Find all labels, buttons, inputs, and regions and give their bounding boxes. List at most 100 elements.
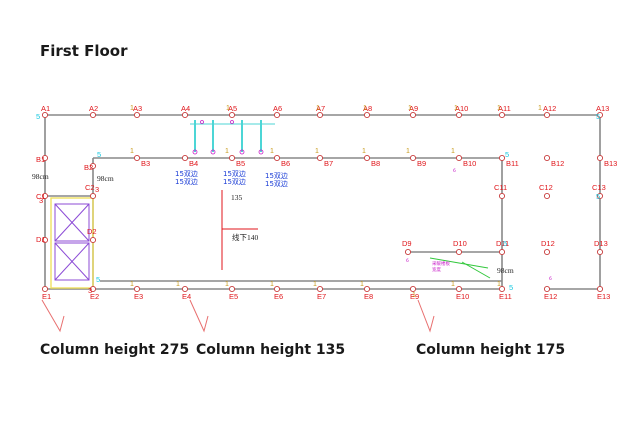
column-node-a11 bbox=[498, 111, 506, 119]
radiator-note: 15双边 bbox=[175, 169, 198, 178]
column-node-b5 bbox=[228, 154, 236, 162]
tick-mark: 1 bbox=[363, 105, 367, 112]
column-node-b8 bbox=[363, 154, 371, 162]
column-label-c12: C12 bbox=[539, 183, 553, 192]
marker-number: 5 bbox=[503, 239, 507, 248]
tick-mark: 1 bbox=[362, 148, 366, 155]
column-label-c11: C11 bbox=[494, 183, 507, 192]
radiator-note: 15双边 bbox=[265, 179, 288, 188]
column-label-e10: E10 bbox=[456, 292, 469, 301]
column-label-e7: E7 bbox=[317, 292, 326, 301]
column-label-c1: C1 bbox=[36, 192, 46, 201]
tick-mark: 1 bbox=[408, 105, 412, 112]
column-node-e1 bbox=[41, 285, 49, 293]
column-node-b11 bbox=[498, 154, 506, 162]
radiator-note: 15双边 bbox=[223, 169, 246, 178]
column-node-e2 bbox=[89, 285, 97, 293]
marker-number: 6 bbox=[549, 276, 552, 282]
column-label-a9: A9 bbox=[409, 104, 418, 113]
column-label-e5: E5 bbox=[229, 292, 238, 301]
column-node-d13 bbox=[596, 248, 604, 256]
column-node-c11 bbox=[498, 192, 506, 200]
column-label-e6: E6 bbox=[274, 292, 283, 301]
column-label-b13: B13 bbox=[604, 159, 617, 168]
dimension-label: 98cm bbox=[97, 174, 114, 183]
radiator-note: 15双边 bbox=[265, 171, 288, 180]
center-note: 135 bbox=[231, 193, 243, 202]
column-node-e6 bbox=[273, 285, 281, 293]
column-label-a12: A12 bbox=[543, 104, 556, 113]
column-node-e4 bbox=[181, 285, 189, 293]
column-node-b13 bbox=[596, 154, 604, 162]
caption-column-height-135: Column height 135 bbox=[196, 342, 346, 358]
column-label-a1: A1 bbox=[41, 104, 50, 113]
column-node-b3 bbox=[133, 154, 141, 162]
column-node-e10 bbox=[455, 285, 463, 293]
column-node-a9 bbox=[409, 111, 417, 119]
column-label-b5: B5 bbox=[236, 159, 245, 168]
tick-mark: 1 bbox=[313, 281, 317, 288]
tick-mark: 1 bbox=[497, 105, 501, 112]
column-label-d10: D10 bbox=[453, 239, 467, 248]
column-label-e12: E12 bbox=[544, 292, 557, 301]
column-label-e4: E4 bbox=[182, 292, 191, 301]
radiator-note: 15双边 bbox=[223, 177, 246, 186]
tick-mark: 1 bbox=[454, 105, 458, 112]
tick-mark: 1 bbox=[130, 281, 134, 288]
column-label-b4: B4 bbox=[189, 159, 198, 168]
column-node-c1 bbox=[41, 192, 49, 200]
column-node-a6 bbox=[273, 111, 281, 119]
staircase bbox=[50, 197, 94, 289]
page-title: First Floor bbox=[40, 42, 128, 60]
column-label-a8: A8 bbox=[363, 104, 372, 113]
center-note: 线下140 bbox=[232, 232, 258, 242]
column-label-d13: D13 bbox=[594, 239, 608, 248]
tick-mark: 1 bbox=[176, 281, 180, 288]
column-label-e8: E8 bbox=[364, 292, 373, 301]
column-label-e9: E9 bbox=[410, 292, 419, 301]
marker-number: 5 bbox=[596, 112, 600, 121]
column-node-a5 bbox=[228, 111, 236, 119]
column-node-b2 bbox=[89, 162, 97, 170]
column-node-d9 bbox=[404, 248, 412, 256]
column-node-e13 bbox=[596, 285, 604, 293]
column-node-b1 bbox=[41, 154, 49, 162]
center-guides bbox=[221, 190, 258, 270]
column-node-a4 bbox=[181, 111, 189, 119]
marker-number: 5 bbox=[96, 275, 100, 284]
tick-mark: 1 bbox=[226, 105, 230, 112]
dimension-label: 98cm bbox=[32, 172, 49, 181]
column-label-e2: E2 bbox=[90, 292, 99, 301]
column-label-b9: B9 bbox=[417, 159, 426, 168]
column-label-a5: A5 bbox=[228, 104, 237, 113]
tick-mark: 1 bbox=[538, 105, 542, 112]
marker-number: 6 bbox=[453, 168, 456, 174]
column-label-d2: D2 bbox=[87, 227, 97, 236]
column-label-b3: B3 bbox=[141, 159, 150, 168]
marker-number: 5 bbox=[505, 150, 509, 159]
marker-number: 5 bbox=[509, 283, 513, 292]
radiator-note: 15双边 bbox=[175, 177, 198, 186]
column-node-a13 bbox=[596, 111, 604, 119]
column-node-e5 bbox=[228, 285, 236, 293]
column-node-a12 bbox=[543, 111, 551, 119]
column-node-b4 bbox=[181, 154, 189, 162]
column-node-a8 bbox=[363, 111, 371, 119]
tick-mark: 1 bbox=[225, 148, 229, 155]
tick-mark: 1 bbox=[130, 105, 134, 112]
column-node-c2 bbox=[89, 192, 97, 200]
radiator-bars bbox=[190, 120, 275, 152]
column-label-b12: B12 bbox=[551, 159, 564, 168]
column-node-e11 bbox=[498, 285, 506, 293]
column-node-e7 bbox=[316, 285, 324, 293]
tick-mark: 1 bbox=[130, 148, 134, 155]
marker-number: 5 bbox=[97, 150, 101, 159]
column-label-c2: C2 bbox=[85, 183, 95, 192]
column-label-b6: B6 bbox=[281, 159, 290, 168]
tick-mark: 1 bbox=[315, 148, 319, 155]
column-node-a3 bbox=[133, 111, 141, 119]
column-label-e13: E13 bbox=[597, 292, 610, 301]
column-node-b9 bbox=[409, 154, 417, 162]
column-label-b10: B10 bbox=[463, 159, 476, 168]
